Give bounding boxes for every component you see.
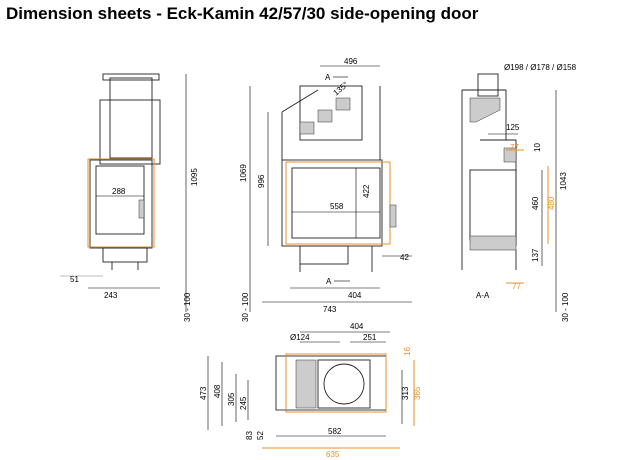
base-main <box>299 245 349 265</box>
dim-558: 558 <box>330 202 344 211</box>
door-handle <box>138 199 145 219</box>
dim-77-top: 77 <box>510 143 519 152</box>
dim-408: 408 <box>213 384 222 398</box>
door-section <box>503 147 517 163</box>
plan-view: 404 Ø124 251 16 473 408 305 245 313 365 … <box>199 322 422 459</box>
floor-hatch <box>469 235 517 251</box>
front-view-main: 496 A 135° 1069 996 422 558 42 A 404 743… <box>239 57 412 322</box>
dim-243: 243 <box>104 291 118 300</box>
outlet-2 <box>317 109 333 123</box>
dim-135: 135° <box>332 80 350 98</box>
dim-288: 288 <box>112 187 126 196</box>
outlet-3 <box>335 97 351 111</box>
outlet-1 <box>299 121 315 135</box>
dim-473: 473 <box>199 386 208 400</box>
dim-460: 460 <box>531 196 540 210</box>
dim-flue: Ø198 / Ø178 / Ø158 <box>504 63 577 72</box>
glass-main <box>291 167 381 239</box>
handle-main <box>389 204 397 228</box>
dim-635: 635 <box>326 450 340 459</box>
dim-legs-side: 30 - 100 <box>561 292 570 322</box>
dim-996: 996 <box>257 174 266 188</box>
dim-582: 582 <box>328 427 342 436</box>
flue-box <box>299 85 363 141</box>
dim-305: 305 <box>227 392 236 406</box>
plan-body <box>275 355 387 411</box>
dim-245: 245 <box>239 396 248 410</box>
dim-365: 365 <box>413 386 422 400</box>
dim-404-plan: 404 <box>350 322 364 331</box>
flue-collar <box>109 77 153 159</box>
dim-404: 404 <box>348 291 362 300</box>
glass-panel <box>95 165 145 235</box>
slope-top <box>281 89 319 113</box>
dim-422: 422 <box>362 184 371 198</box>
dim-51: 51 <box>70 275 79 284</box>
dim-16: 16 <box>403 347 412 356</box>
dim-1069: 1069 <box>239 164 248 182</box>
dim-1095: 1095 <box>190 168 199 186</box>
plan-door-outline <box>285 353 387 413</box>
baffle-hatch <box>469 97 501 123</box>
firebox-side <box>469 169 517 241</box>
side-section-view: Ø198 / Ø178 / Ø158 125 77 10 1043 460 48… <box>461 63 577 322</box>
section-label: A-A <box>476 291 490 300</box>
dim-124: Ø124 <box>290 333 310 342</box>
dim-137: 137 <box>531 248 540 262</box>
page-title: Dimension sheets - Eck-Kamin 42/57/30 si… <box>6 4 479 23</box>
dim-legs-left: 30 - 100 <box>183 292 192 322</box>
dim-42: 42 <box>400 253 409 262</box>
door-outline <box>87 158 155 248</box>
top-rim <box>102 73 160 81</box>
plan-side-panel <box>295 359 317 409</box>
dim-10: 10 <box>533 143 542 152</box>
dim-83: 83 <box>245 431 254 440</box>
dim-legs-main: 30 - 100 <box>241 292 250 322</box>
dim-480: 480 <box>547 196 556 210</box>
label-a-top: A <box>325 73 331 82</box>
label-a-bottom: A <box>326 277 332 286</box>
dim-743: 743 <box>323 305 337 314</box>
dim-52: 52 <box>256 431 265 440</box>
dim-1043: 1043 <box>559 172 568 190</box>
dim-313: 313 <box>401 386 410 400</box>
flue-side <box>477 73 499 97</box>
dim-77-bottom: 77 <box>512 282 521 291</box>
plan-flue-box <box>317 359 371 409</box>
base-plinth <box>102 247 148 263</box>
upper-casing <box>99 99 161 165</box>
plan-flue-circle <box>323 363 365 405</box>
dim-125: 125 <box>506 123 520 132</box>
dim-251: 251 <box>363 333 377 342</box>
front-view-left: 288 1095 243 51 30 - 100 <box>60 73 199 322</box>
door-outline-main <box>285 161 391 245</box>
dim-496: 496 <box>344 57 358 66</box>
